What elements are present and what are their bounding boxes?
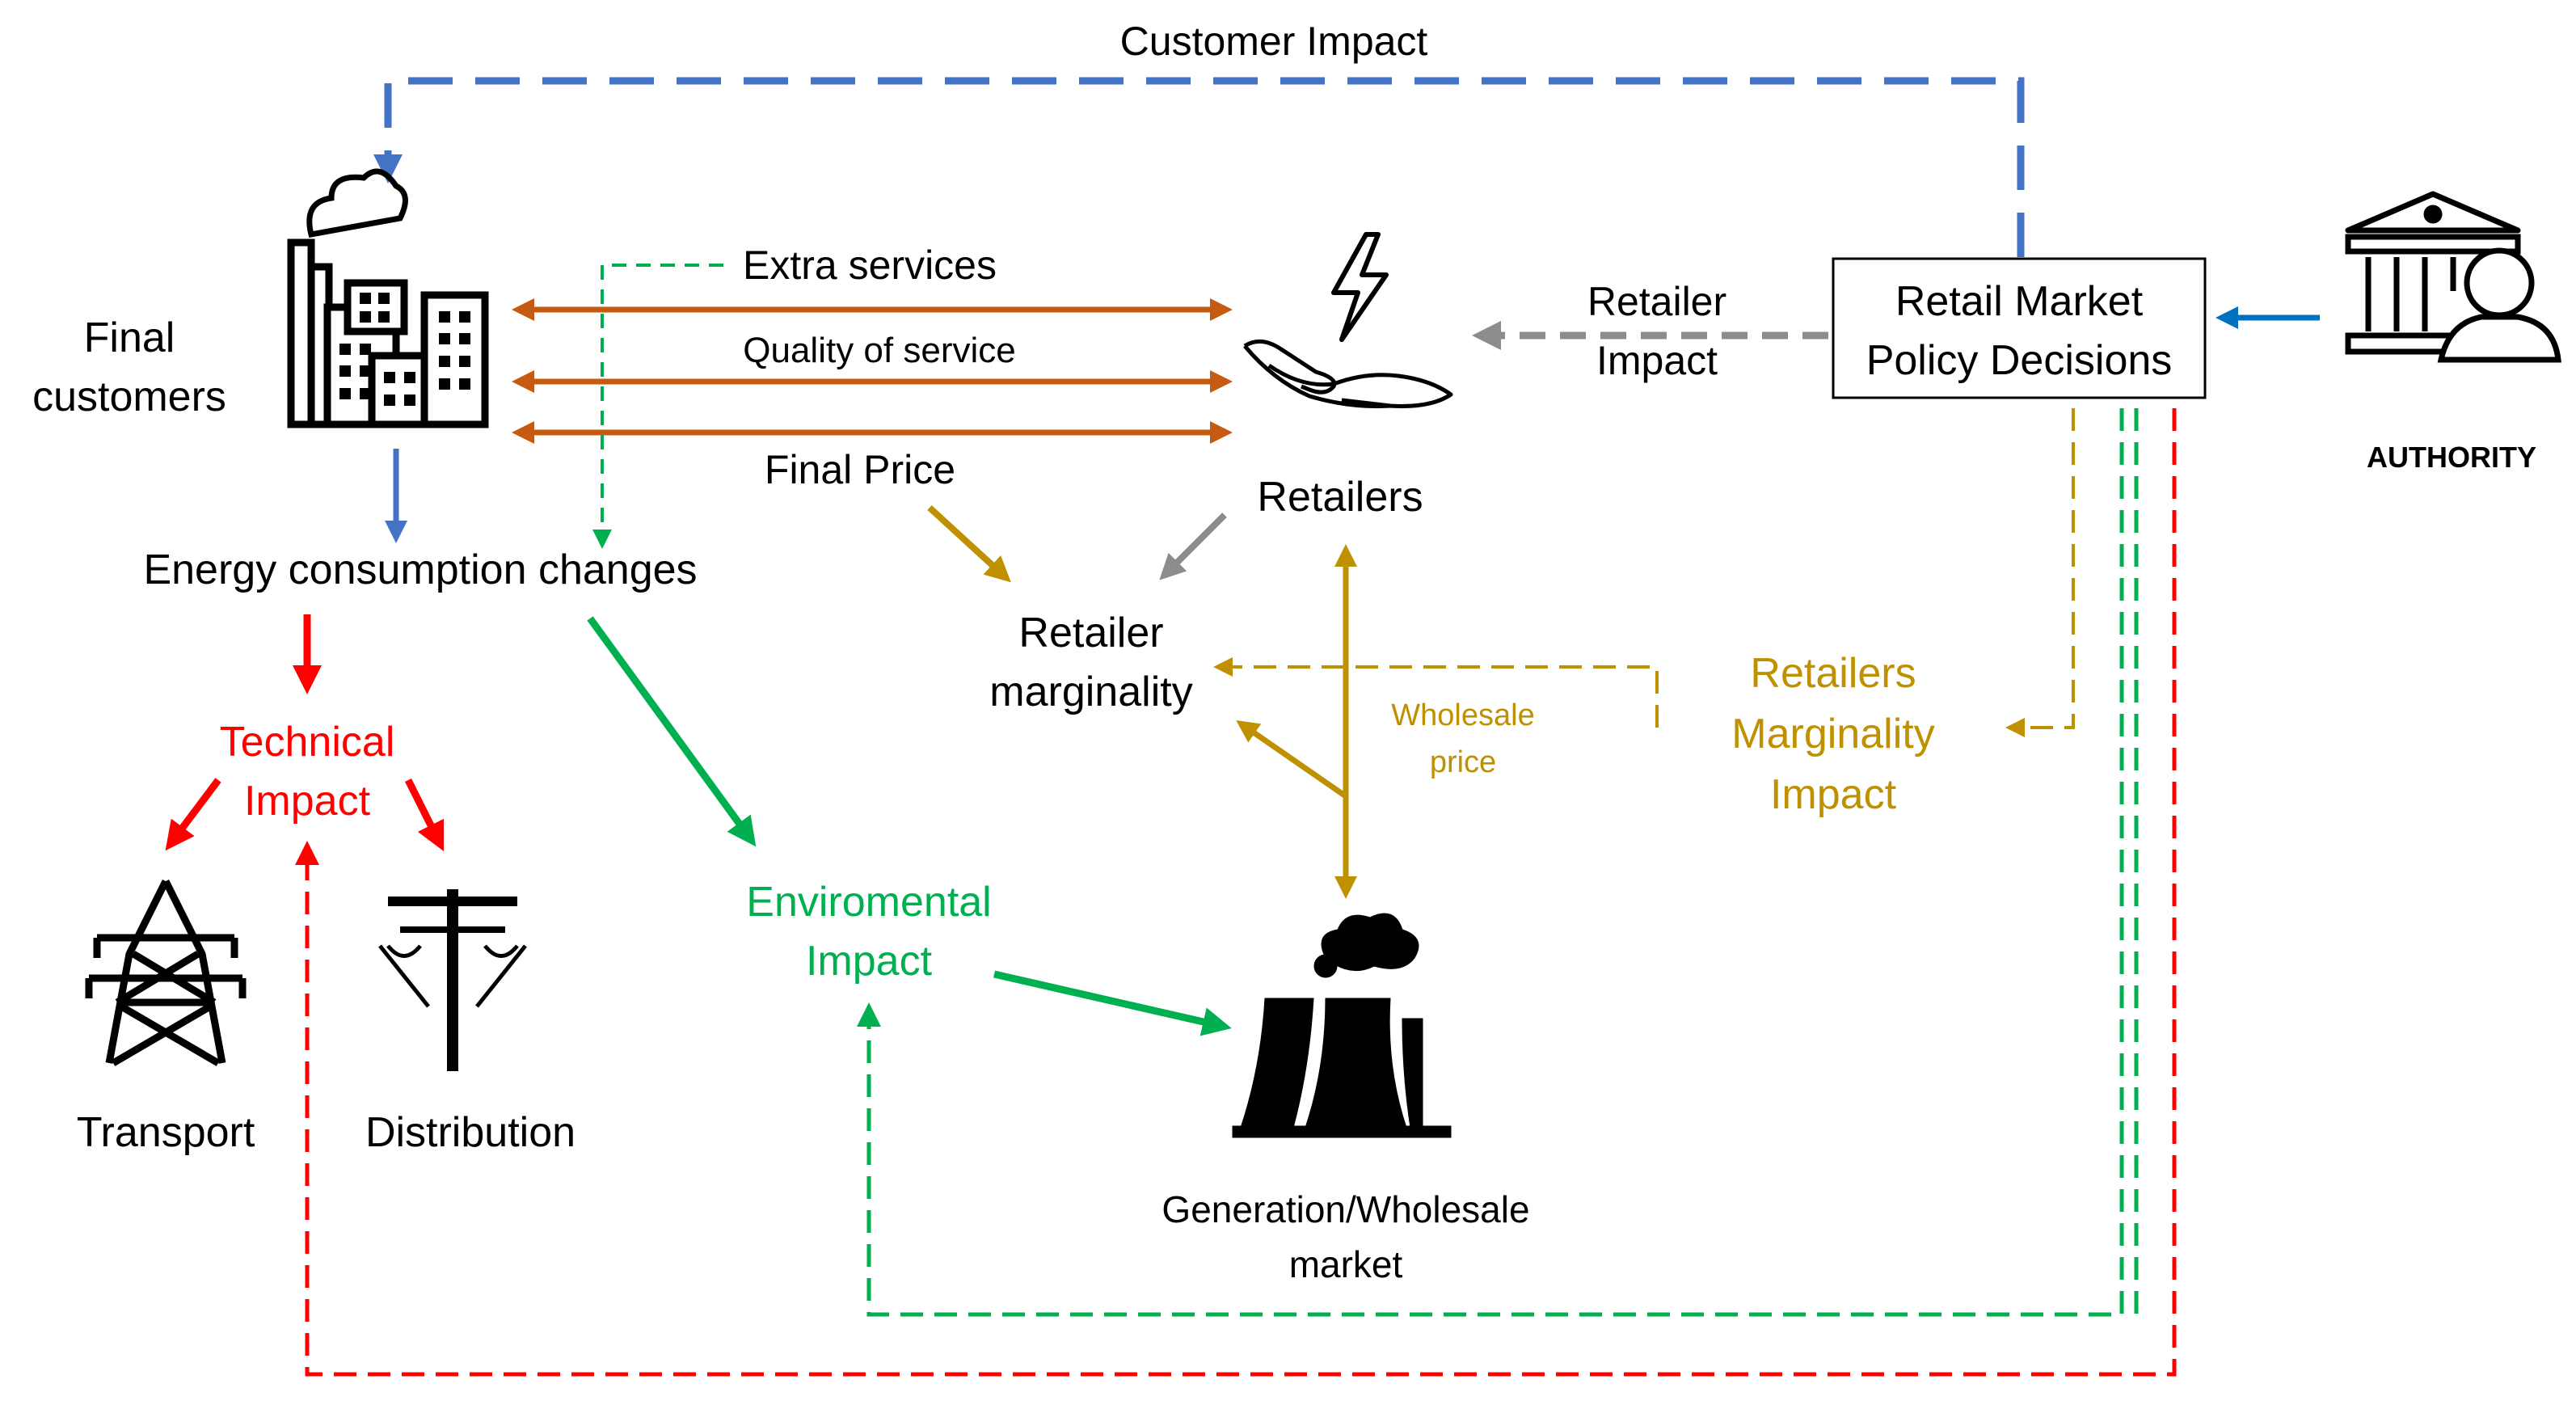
customer-impact-connector [373, 77, 2025, 257]
retailers-marginality-arrow [1159, 513, 1227, 580]
customer-impact-label: Customer Impact [1120, 19, 1428, 64]
environmental-impact-label-line1: Enviromental [746, 879, 991, 926]
technical-impact-label-line2: Impact [244, 778, 371, 825]
wholesale-price-label-line1: Wholesale [1391, 698, 1534, 732]
retailer-impact-label-line2: Impact [1596, 338, 1718, 383]
factory-city-icon [287, 168, 489, 428]
price-marginality-arrow [927, 505, 1011, 583]
retailers-label: Retailers [1257, 474, 1423, 521]
distribution-label: Distribution [365, 1109, 575, 1156]
distribution-pole-icon [378, 889, 527, 1071]
policy-environmental-connector [857, 408, 2124, 1317]
hand-lightning-icon [1243, 232, 1453, 408]
quality-of-service-label: Quality of service [743, 331, 1015, 370]
extra-services-consumption-connector [592, 264, 723, 549]
retailer-impact-label-line1: Retailer [1587, 279, 1726, 324]
environmental-generation-arrow [993, 970, 1232, 1036]
authority-label: AUTHORITY [2367, 441, 2536, 474]
extra-services-label: Extra services [743, 243, 997, 288]
energy-consumption-label: Energy consumption changes [143, 546, 697, 593]
final-customers-label-line2: customers [32, 373, 226, 420]
technical-impact-label-line1: Technical [220, 719, 395, 766]
environmental-impact-label-line2: Impact [806, 938, 933, 985]
transport-label: Transport [77, 1109, 255, 1156]
wholesale-price-arrows [1236, 544, 1357, 899]
policy-technical-connector [295, 408, 2177, 1377]
consumption-environmental-arrow [587, 616, 757, 847]
generation-label-line2: market [1289, 1243, 1403, 1285]
customer-retailer-arrows [512, 298, 1233, 444]
retailer-marginality-label-line1: Retailer [1018, 610, 1163, 656]
final-customers-label-line1: Final [84, 314, 175, 361]
retailers-marginality-impact-line2: Marginality [1731, 711, 1934, 757]
transmission-tower-icon [85, 879, 247, 1066]
retailers-marginality-impact-line1: Retailers [1750, 650, 1916, 697]
retailer-marginality-label-line2: marginality [989, 669, 1192, 715]
marginality-impact-retailer-connector [1213, 657, 1659, 728]
technical-transport-arrow [165, 778, 221, 851]
authority-building-person-icon [2345, 191, 2561, 363]
technical-distribution-arrow [404, 778, 445, 852]
retailers-marginality-impact-line3: Impact [1770, 771, 1897, 818]
policy-decisions-label-line1: Retail Market [1895, 278, 2144, 325]
policy-marginality-impact-connector [2005, 408, 2075, 737]
generation-label-line1: Generation/Wholesale [1162, 1188, 1529, 1230]
policy-decisions-label-line2: Policy Decisions [1866, 337, 2173, 384]
policy-decisions-box [1832, 257, 2207, 399]
final-price-label: Final Price [765, 447, 955, 492]
wholesale-price-label-line2: price [1430, 745, 1496, 779]
power-plant-icon [1232, 913, 1452, 1138]
